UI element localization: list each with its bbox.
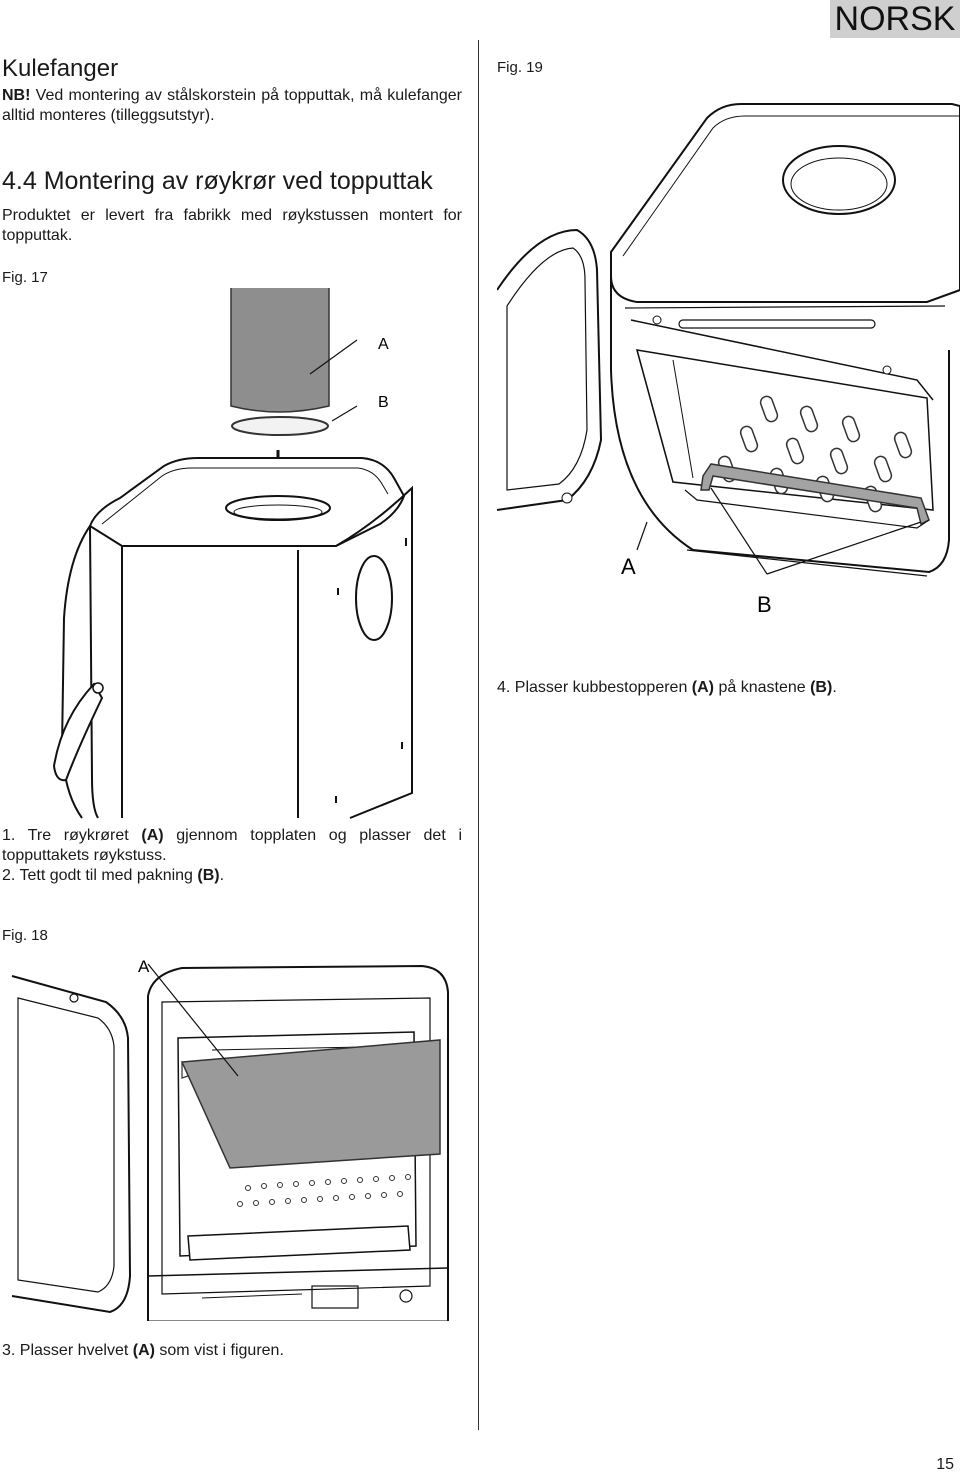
- step-3-number: 3.: [2, 1342, 16, 1359]
- kulefanger-heading: Kulefanger: [2, 55, 119, 82]
- open-door: [497, 228, 603, 511]
- step-4-text-mid: på knastene: [714, 679, 811, 696]
- step-3-ref: (A): [132, 1342, 155, 1359]
- right-column: Fig. 19: [497, 48, 960, 698]
- step-4-ref-a: (A): [691, 679, 715, 696]
- baffle-plate: [180, 1039, 441, 1169]
- language-tab: NORSK: [830, 0, 960, 38]
- step-2-text-end: .: [219, 867, 225, 884]
- stove-base: [147, 1267, 449, 1277]
- step-2-text: Tett godt til med pakning: [15, 867, 198, 884]
- step-4: 4. Plasser kubbestopperen (A) på knasten…: [497, 678, 957, 698]
- step-1-text: Tre røykrøret: [15, 827, 142, 844]
- fig19-label: Fig. 19: [497, 59, 543, 76]
- step-2: 2. Tett godt til med pakning (B).: [2, 866, 462, 886]
- stove-frame: [147, 964, 449, 1321]
- column-divider: [478, 40, 479, 1430]
- fig19-callout-a: A: [621, 554, 636, 579]
- steps-1-2: 1. Tre røykrøret (A) gjennom topplaten o…: [2, 826, 462, 886]
- page-number: 15: [936, 1456, 954, 1473]
- step-1-ref: (A): [141, 827, 164, 844]
- fig17-callout-a: A: [378, 336, 389, 353]
- section-intro: Produktet er levert fra fabrikk med røyk…: [2, 207, 462, 244]
- vent-holes: [237, 1174, 411, 1207]
- fig19-illustration: A B: [497, 103, 960, 617]
- open-door: [11, 975, 132, 1314]
- stove-body: [89, 525, 99, 819]
- door-handle: [52, 682, 104, 782]
- step-1-text-end: gjennom topplaten og plasser det i toppu…: [2, 827, 462, 864]
- fig17-illustration: A B: [52, 288, 413, 819]
- nb-paragraph: NB! Ved montering av stålskorstein på to…: [2, 86, 462, 126]
- flue-gasket: [231, 416, 329, 436]
- step-3-text: Plasser hvelvet: [15, 1342, 133, 1359]
- step-4-text-end: .: [832, 679, 837, 696]
- fig18-illustration: A: [11, 957, 449, 1321]
- nb-text: Ved montering av stålskorstein på topput…: [2, 87, 462, 124]
- step-3: 3. Plasser hvelvet (A) som vist i figure…: [2, 1341, 462, 1361]
- step-2-ref: (B): [197, 867, 220, 884]
- section-heading: 4.4 Montering av røykrør ved topputtak: [2, 167, 433, 195]
- step-4-text: Plasser kubbestopperen: [510, 679, 692, 696]
- log-guard: [700, 463, 930, 526]
- stove-door: [60, 525, 91, 819]
- step-2-number: 2.: [2, 867, 16, 884]
- fig18-label: Fig. 18: [2, 927, 48, 944]
- step-1-number: 1.: [2, 827, 16, 844]
- left-column: Kulefanger NB! Ved montering av stålskor…: [2, 48, 462, 1361]
- step-4-number: 4.: [497, 679, 511, 696]
- front-frame: [610, 276, 950, 574]
- fig17-label: Fig. 17: [2, 269, 48, 286]
- step-4-ref-b: (B): [810, 679, 833, 696]
- flue-collar: [782, 145, 896, 215]
- stove-top-plate: [610, 103, 960, 303]
- fig18-callout-a: A: [138, 957, 150, 976]
- step-1: 1. Tre røykrøret (A) gjennom topplaten o…: [2, 826, 462, 866]
- fig17-callout-b: B: [378, 394, 389, 411]
- flue-pipe: [230, 288, 330, 413]
- step-3-text-end: som vist i figuren.: [154, 1342, 284, 1359]
- fig19-callout-b: B: [757, 592, 772, 617]
- side-air-vent: [355, 555, 393, 641]
- ash-lip: [187, 1225, 411, 1261]
- nb-label: NB!: [2, 87, 31, 104]
- flue-opening: [225, 495, 331, 521]
